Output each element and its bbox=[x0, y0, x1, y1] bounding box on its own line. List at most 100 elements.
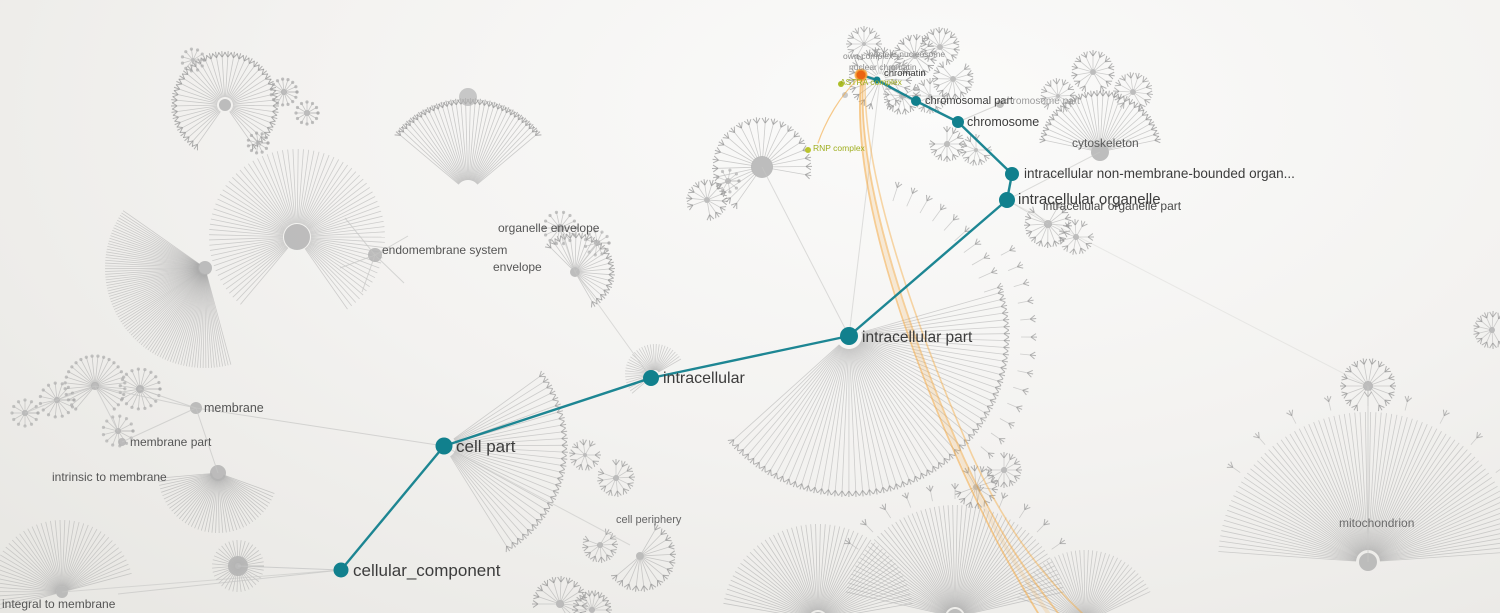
cluster-hub-node[interactable] bbox=[944, 141, 950, 147]
fan-spoke bbox=[1068, 227, 1076, 236]
fan-tip-glyph bbox=[805, 156, 812, 159]
term-label[interactable]: ASTRA complex bbox=[840, 77, 903, 87]
fan-tip-glyph bbox=[961, 151, 967, 157]
fan-spoke bbox=[1243, 477, 1359, 556]
gray-node[interactable] bbox=[459, 88, 477, 106]
node-label-non_membrane_organelle[interactable]: intracellular non-membrane-bounded organ… bbox=[1024, 166, 1295, 181]
fan-tip-glyph bbox=[1000, 367, 1007, 370]
cluster-hub-node[interactable] bbox=[1489, 327, 1495, 333]
term-label[interactable]: envelope bbox=[493, 260, 542, 274]
term-label[interactable]: intrinsic to membrane bbox=[52, 470, 167, 484]
fan-tip-glyph bbox=[930, 52, 937, 56]
node-chromosome[interactable] bbox=[952, 116, 964, 128]
term-label[interactable]: membrane bbox=[204, 401, 264, 415]
cluster-hub-node[interactable] bbox=[583, 453, 587, 457]
cluster-hub-node[interactable] bbox=[1090, 69, 1096, 75]
fan-spoke bbox=[692, 200, 705, 206]
node-label-intracellular[interactable]: intracellular bbox=[663, 370, 745, 387]
cluster-hub-node[interactable] bbox=[1001, 467, 1007, 473]
term-label[interactable]: cell periphery bbox=[616, 514, 682, 526]
cluster-hub-node[interactable] bbox=[1130, 89, 1136, 95]
cluster-hub-node[interactable] bbox=[1073, 234, 1079, 240]
fan-tip-glyph bbox=[579, 440, 585, 446]
term-label[interactable]: nuclear chromatin bbox=[849, 62, 917, 72]
cluster-hub-node[interactable] bbox=[281, 89, 287, 95]
cluster-hub-node[interactable] bbox=[191, 58, 195, 62]
fan-spoke bbox=[107, 268, 200, 292]
fan-leaf-dot bbox=[84, 355, 88, 359]
cluster-hub-node[interactable] bbox=[1056, 94, 1060, 98]
cluster-hub-node[interactable] bbox=[613, 475, 619, 481]
term-label[interactable]: endomembrane system bbox=[382, 243, 507, 257]
accent-dot[interactable] bbox=[838, 81, 844, 87]
node-intracellular_organelle[interactable] bbox=[999, 192, 1015, 208]
node-label-chromosomal_part[interactable]: chromosomal part bbox=[925, 95, 1013, 107]
accent-dot[interactable] bbox=[805, 147, 811, 153]
fan-spoke bbox=[889, 94, 900, 97]
node-non_membrane_organelle[interactable] bbox=[1005, 167, 1019, 181]
fan-spoke bbox=[851, 348, 884, 488]
fan-spoke bbox=[1033, 571, 1077, 613]
fan-spoke bbox=[603, 477, 615, 481]
cluster-hub-node[interactable] bbox=[862, 42, 866, 46]
term-label[interactable]: RNP complex bbox=[813, 143, 866, 153]
fan-spoke bbox=[301, 154, 330, 225]
fan-spoke bbox=[590, 545, 599, 553]
fan-tip-glyph bbox=[1061, 245, 1068, 248]
cluster-hub-node[interactable] bbox=[928, 94, 932, 98]
term-label[interactable]: mitochondrion bbox=[1339, 516, 1414, 530]
node-chromatin[interactable] bbox=[873, 76, 881, 84]
term-label[interactable]: integral to membrane bbox=[2, 597, 116, 611]
node-cellular_component[interactable] bbox=[333, 562, 349, 578]
cluster-hub-node[interactable] bbox=[284, 224, 310, 250]
fan-tip-glyph bbox=[827, 489, 829, 496]
term-label[interactable]: membrane part bbox=[130, 435, 212, 449]
fan-tip-glyph bbox=[552, 397, 559, 401]
fan-spoke bbox=[191, 70, 220, 100]
cluster-hub-node[interactable] bbox=[556, 600, 564, 608]
cluster-hub-node[interactable] bbox=[947, 609, 963, 613]
gray-node[interactable] bbox=[842, 92, 848, 98]
cluster-hub-node[interactable] bbox=[912, 53, 918, 59]
cluster-hub-node[interactable] bbox=[589, 607, 595, 613]
node-cell_part[interactable] bbox=[435, 437, 453, 455]
node-intracellular_part[interactable] bbox=[840, 327, 858, 345]
fan-tip-glyph bbox=[927, 64, 934, 70]
node-label-intracellular_organelle[interactable]: intracellular organelle bbox=[1018, 191, 1161, 208]
cluster-hub-node[interactable] bbox=[256, 141, 260, 145]
node-label-chromatin[interactable]: chromatin bbox=[884, 68, 926, 79]
node-chromosomal_part[interactable] bbox=[911, 96, 921, 106]
cluster-hub-node[interactable] bbox=[636, 552, 644, 560]
term-label[interactable]: nuclear nucleosome bbox=[869, 49, 945, 59]
term-label[interactable]: organelle envelope bbox=[498, 221, 600, 235]
term-label[interactable]: chromosome part bbox=[1002, 96, 1080, 107]
fan-spoke bbox=[963, 569, 1057, 613]
fan-spoke bbox=[936, 144, 946, 151]
node-intracellular[interactable] bbox=[643, 370, 659, 386]
cluster-hub-node[interactable] bbox=[974, 148, 978, 152]
fan-tip-glyph bbox=[560, 427, 566, 433]
fan-spoke bbox=[963, 243, 976, 253]
term-label[interactable]: intracellular organelle part bbox=[1043, 199, 1182, 213]
cluster-hub-node[interactable] bbox=[725, 178, 731, 184]
term-label[interactable]: cytoskeleton bbox=[1072, 136, 1139, 150]
fan-tip-glyph bbox=[1108, 62, 1113, 69]
fan-tip-glyph bbox=[1341, 375, 1348, 379]
gray-node[interactable] bbox=[890, 65, 896, 71]
node-label-cell_part[interactable]: cell part bbox=[456, 437, 516, 456]
cluster-hub-node[interactable] bbox=[219, 99, 231, 111]
cluster-hub-node[interactable] bbox=[950, 76, 956, 82]
node-label-chromosome[interactable]: chromosome bbox=[967, 115, 1039, 129]
cluster-hub-node[interactable] bbox=[198, 261, 212, 275]
cluster-hub-node[interactable] bbox=[937, 44, 943, 50]
cluster-hub-node[interactable] bbox=[597, 542, 603, 548]
cluster-hub-node[interactable] bbox=[704, 197, 710, 203]
fan-tip-glyph bbox=[560, 576, 565, 583]
term-label[interactable]: own-complex bbox=[843, 51, 894, 61]
node-label-cellular_component[interactable]: cellular_component bbox=[353, 561, 501, 580]
fan-spoke bbox=[221, 477, 254, 523]
node-selected_term[interactable] bbox=[854, 68, 868, 82]
cluster-hub-node[interactable] bbox=[304, 110, 310, 116]
node-label-intracellular_part[interactable]: intracellular part bbox=[862, 329, 973, 346]
